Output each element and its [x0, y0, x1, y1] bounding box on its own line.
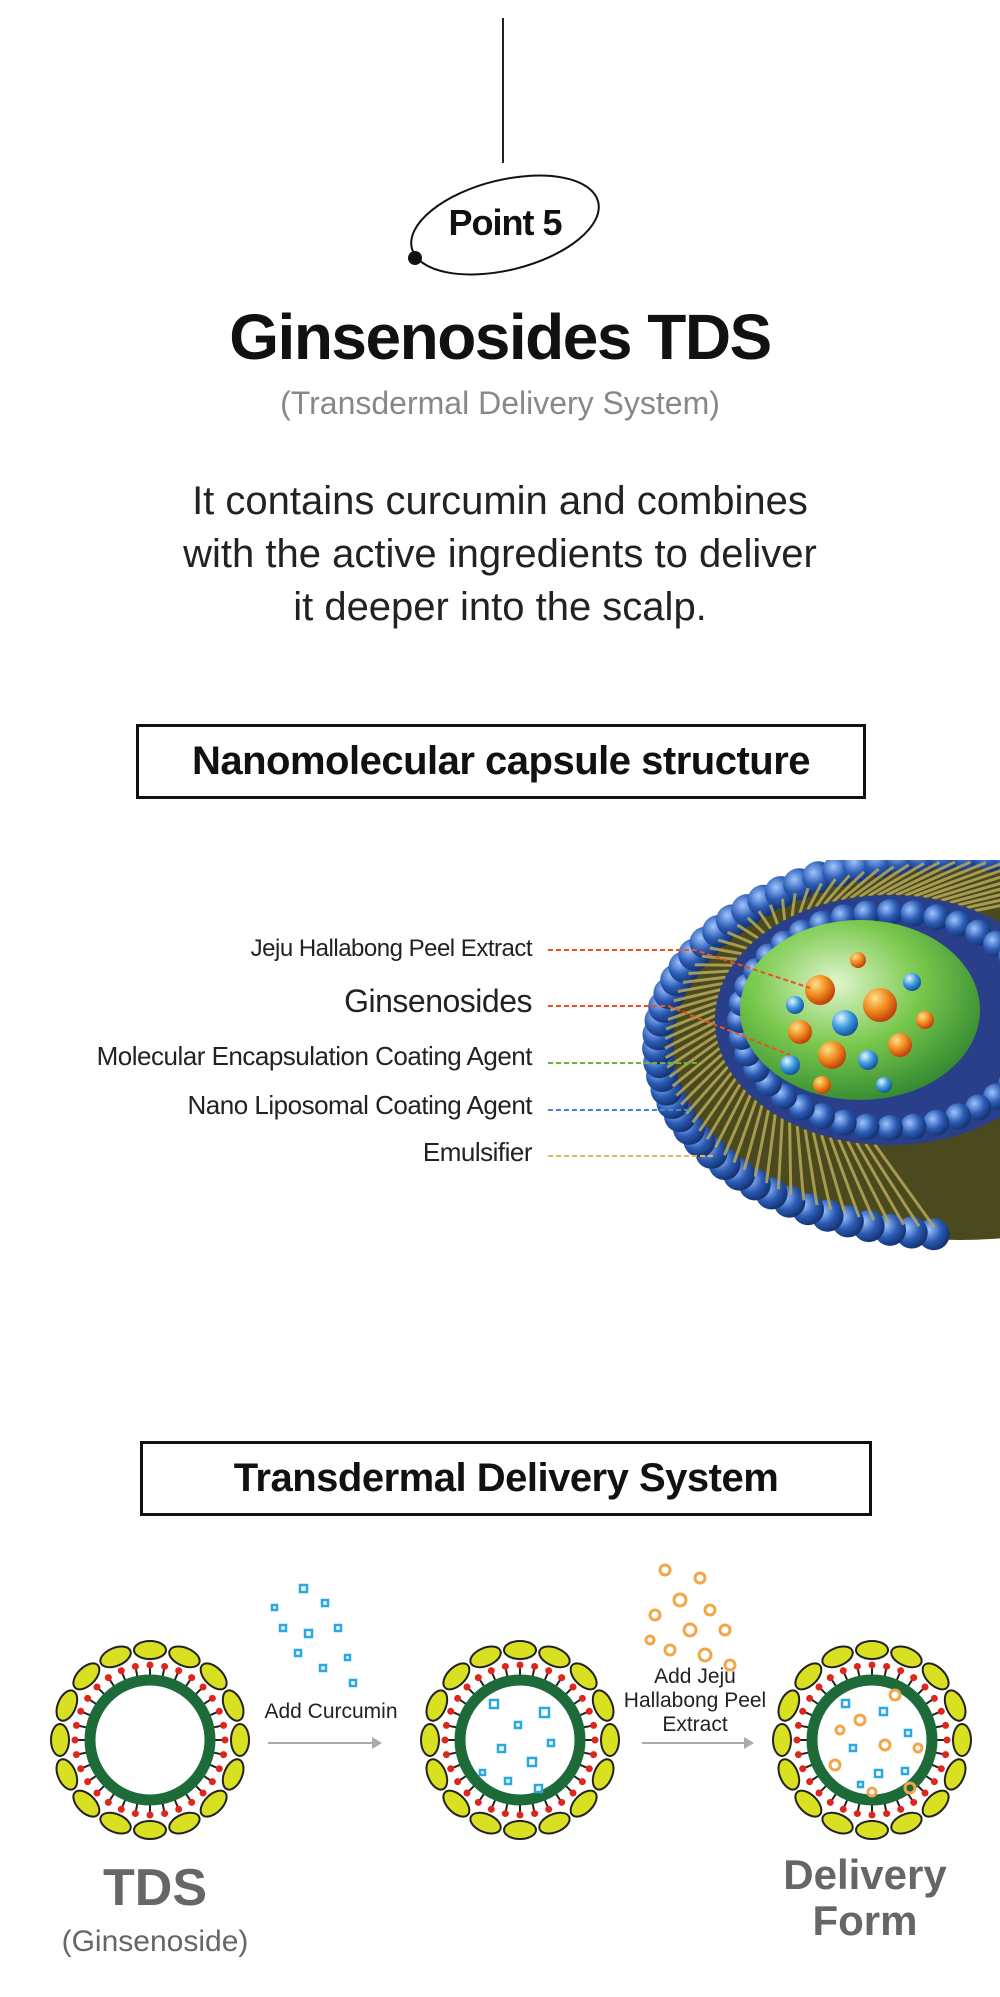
step-label-line: Add Jeju — [654, 1665, 736, 1688]
nano-capsule-illustration — [548, 860, 1000, 1251]
page-title: Ginsenosides TDS — [229, 301, 772, 373]
hallabong-particles — [644, 1563, 737, 1672]
tds-section-heading: Transdermal Delivery System — [140, 1441, 872, 1516]
label-encapsulation-agent: Molecular Encapsulation Coating Agent — [96, 1041, 533, 1071]
top-divider-line — [502, 18, 504, 163]
delivery-title-line: Delivery — [783, 1851, 947, 1898]
description-line: it deeper into the scalp. — [293, 585, 707, 629]
tds-ring-delivery — [772, 1640, 972, 1840]
description-line: with the active ingredients to deliver — [183, 532, 817, 576]
tds-process-diagram — [50, 1563, 972, 1840]
arrow-right-icon — [642, 1737, 754, 1749]
tds-subtitle: (Ginsenoside) — [61, 1925, 249, 1958]
arrow-right-icon — [268, 1737, 382, 1749]
label-liposomal-agent: Nano Liposomal Coating Agent — [187, 1090, 533, 1120]
step-label-line: Extract — [662, 1713, 728, 1736]
tds-title: TDS — [103, 1859, 207, 1917]
step-add-hallabong-label: Add Jeju Hallabong Peel Extract — [615, 1665, 775, 1737]
description: It contains curcumin and combines with t… — [0, 475, 1000, 634]
page-subtitle: (Transdermal Delivery System) — [280, 385, 720, 421]
step-add-curcumin-label: Add Curcumin — [264, 1700, 398, 1723]
delivery-form-title: Delivery Form — [760, 1852, 970, 1944]
step-label-line: Hallabong Peel — [623, 1689, 767, 1712]
point-badge-ellipse — [408, 174, 600, 276]
label-ginsenosides: Ginsenosides — [344, 983, 532, 1019]
curcumin-particles — [270, 1583, 358, 1688]
description-line: It contains curcumin and combines — [192, 479, 808, 523]
point-label: Point 5 — [448, 202, 562, 243]
capsule-section-heading: Nanomolecular capsule structure — [136, 724, 866, 799]
label-hallabong-extract: Jeju Hallabong Peel Extract — [250, 935, 533, 962]
label-emulsifier: Emulsifier — [422, 1137, 533, 1167]
delivery-title-line: Form — [812, 1897, 918, 1944]
tds-ring-empty — [50, 1640, 250, 1840]
tds-ring-curcumin — [420, 1640, 620, 1840]
